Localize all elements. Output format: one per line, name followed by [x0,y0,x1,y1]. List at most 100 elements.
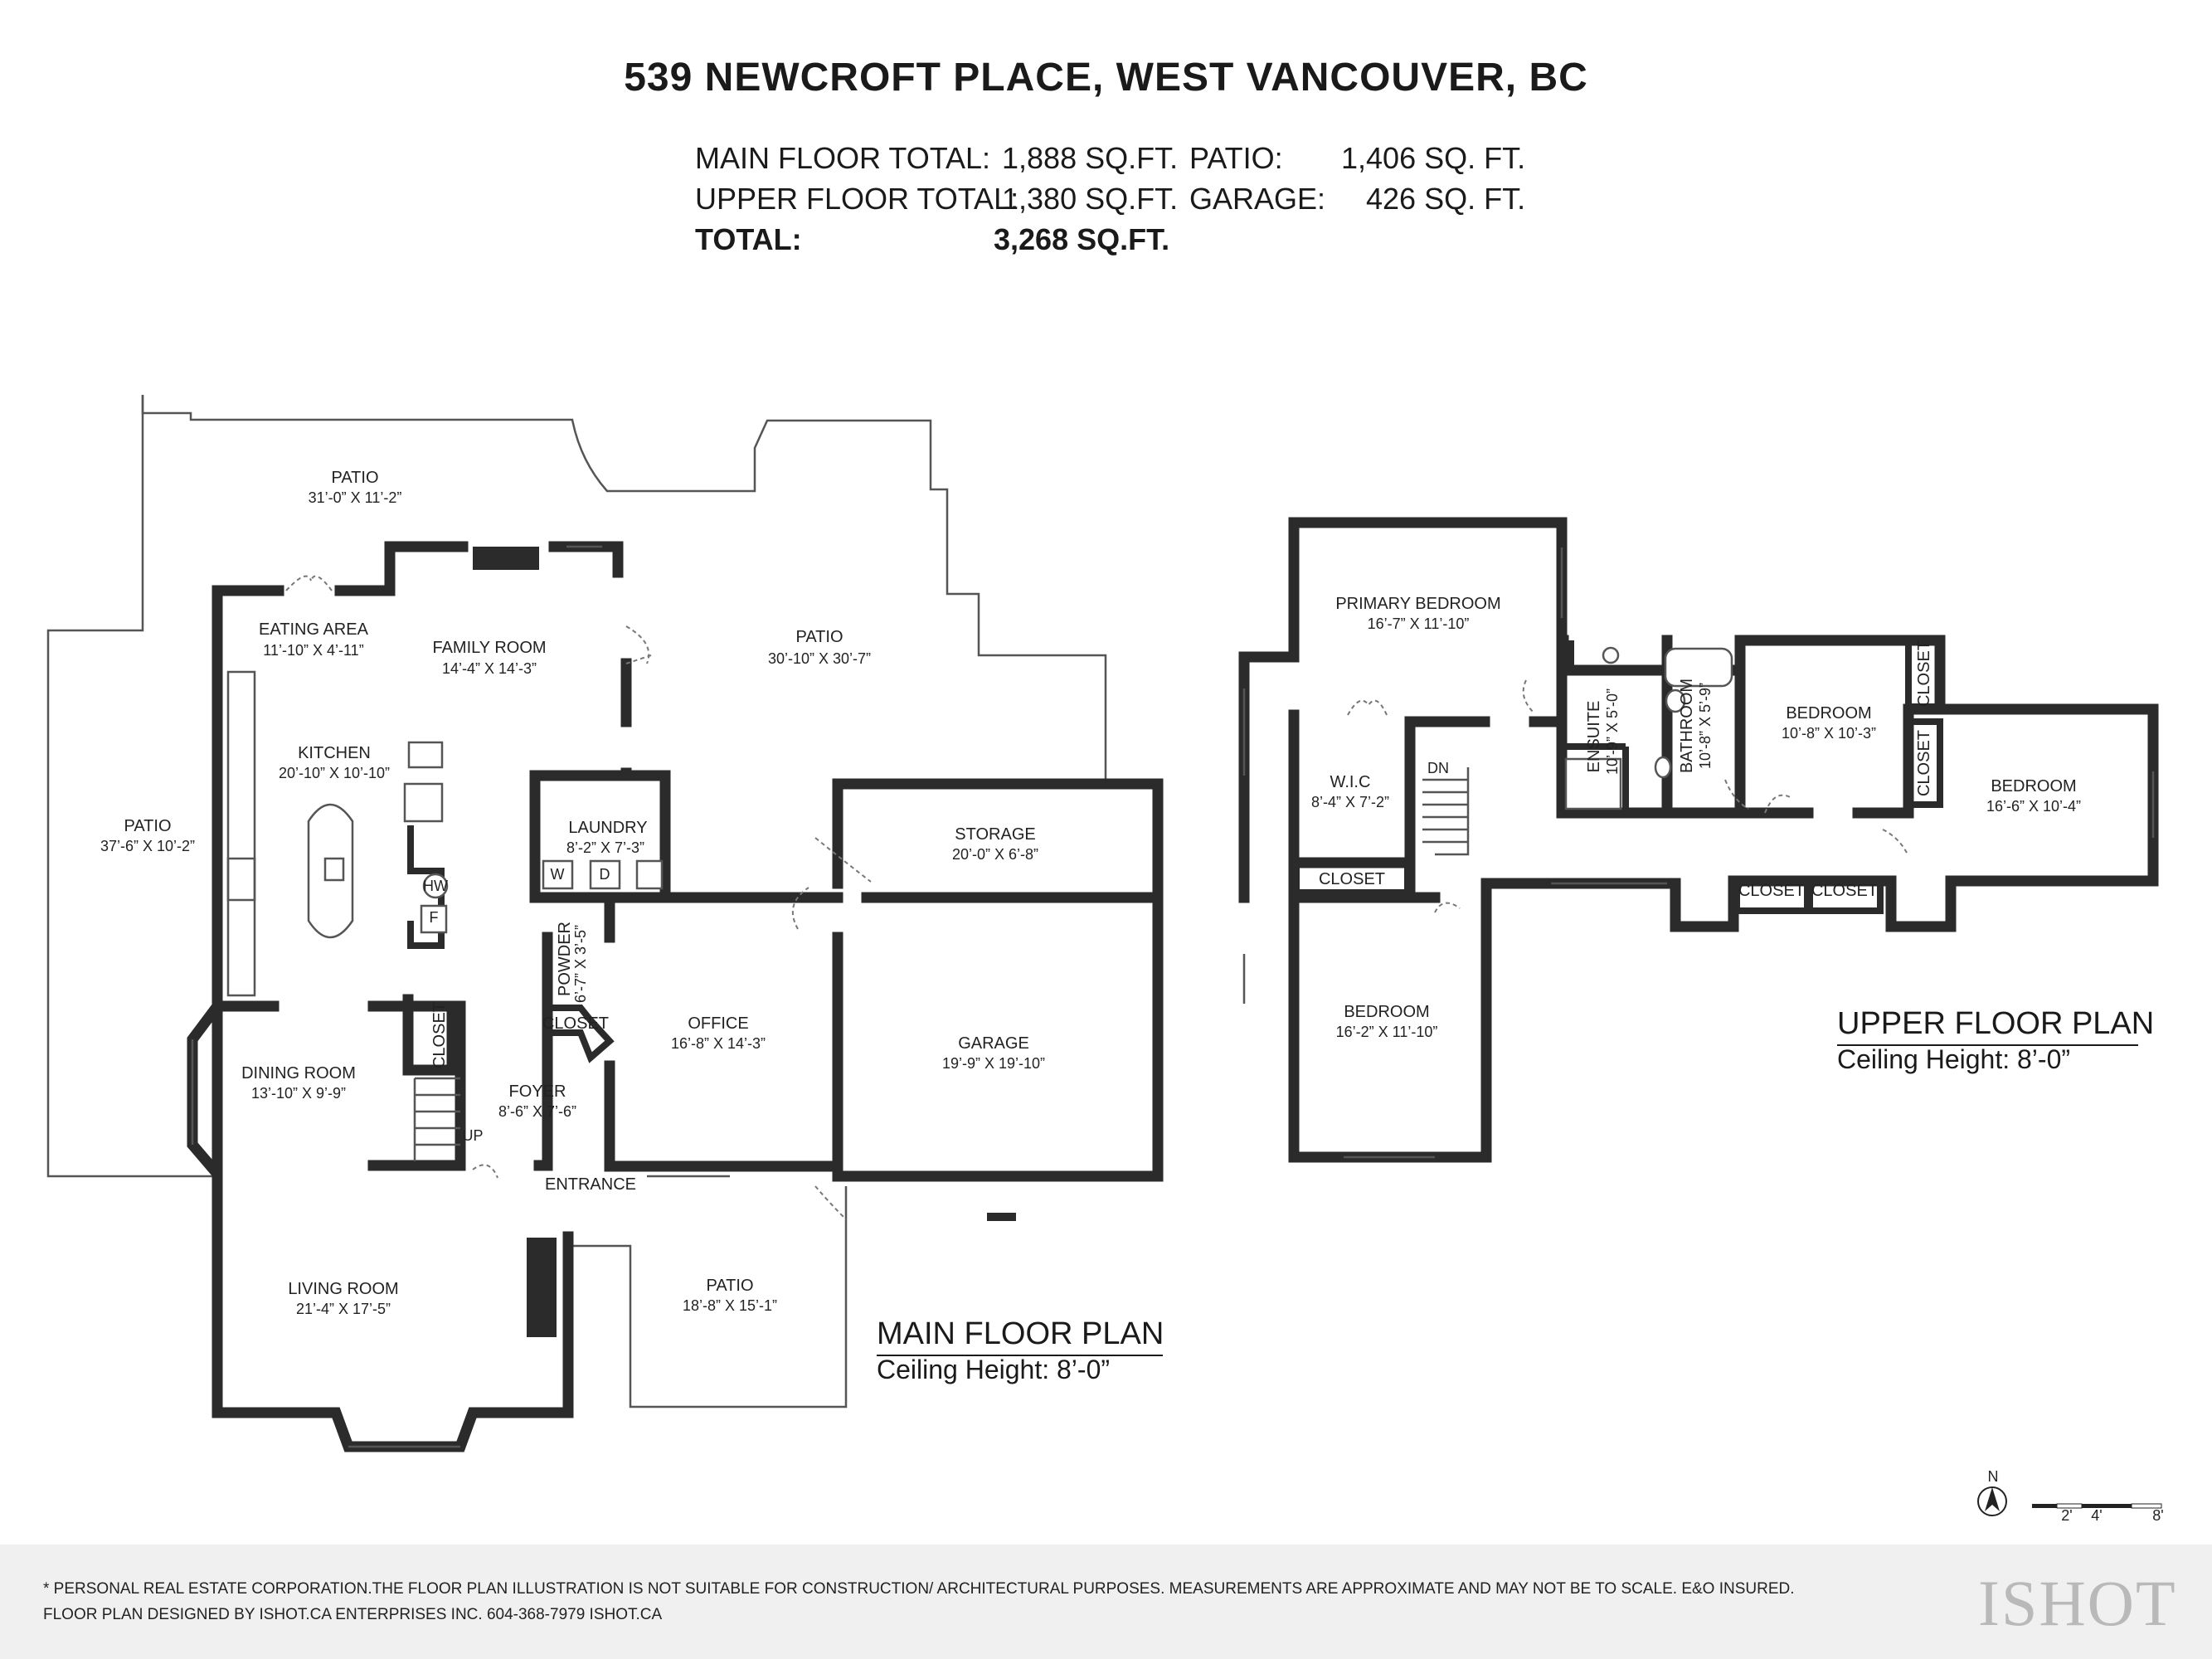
room-name: FOYER [509,1082,566,1101]
room-dimension: 10’-8” X 10’-3” [1782,725,1876,742]
room-dimension: 30’-10” X 30’-7” [768,650,871,667]
room-name: STORAGE [955,825,1035,844]
foyer-wall [367,932,553,1171]
office-door [791,887,809,930]
room-name: PATIO [124,817,171,835]
room-dimension: 11’-10” X 4’-11” [263,642,363,659]
stairs-up-tag: UP [462,1127,483,1144]
room-name: BATHROOM [1678,679,1696,773]
room-dimension: 8’-6” X 7’-6” [498,1103,576,1120]
bedroom-2-door [1882,829,1908,855]
main-patio-outline [141,395,1107,781]
room-name: EATING AREA [259,620,369,639]
closet-tag: CLOSET [1915,640,1933,707]
dryer [589,859,621,890]
garage-side-door [814,1185,847,1220]
living-room-fireplace [527,1238,557,1337]
water-heater [422,873,449,899]
bedroom-3-door [1434,902,1461,913]
room-name: LAUNDRY [568,819,647,837]
room-dimension: 16’-2” X 11’-10” [1336,1024,1438,1040]
grand-total-label: TOTAL: [695,222,802,256]
closet-box [1905,637,1943,710]
ensuite-sink [1602,646,1620,664]
room-dimension: 21’-4” X 17’-5” [296,1301,391,1317]
ensuite-shower [1564,757,1622,810]
property-address-title: 539 NEWCROFT PLACE, WEST VANCOUVER, BC [624,56,1588,100]
front-patio-outline [567,1186,848,1408]
room-dimension: 19’-9” X 19’-10” [942,1055,1045,1072]
west-patio-outline [46,395,214,1178]
eating-area-wall [211,541,632,781]
bedroom-door [1764,794,1792,814]
room-dimension: 16’-6” X 10’-4” [1986,798,2081,815]
garage-door-marker [987,1213,1016,1221]
floor-plan-drawing: HW F W D UP PATIO 31’-0” X 11’-2” PATIO … [46,395,2164,1524]
kitchen-west-wall [211,585,280,1012]
room-dimension: 16’-8” X 14’-3” [671,1035,766,1052]
dryer-tag: D [600,866,610,883]
room-dimension: 14’-4” X 14’-3” [442,660,537,677]
scale-tick: 2' [2061,1507,2072,1524]
room-name: PATIO [795,628,843,646]
furnace [420,904,448,934]
room-dimension: 31’-0” X 11’-2” [309,489,402,506]
room-dimension: 20’-10” X 10’-10” [279,765,390,781]
designer-credit: FLOOR PLAN DESIGNED BY ISHOT.CA ENTERPRI… [43,1606,663,1623]
room-name: POWDER [556,922,574,996]
closet-tag: CLOSET [542,1014,609,1033]
scale-bar: 2' 4' 8' [2032,1503,2164,1524]
front-door [472,1164,498,1179]
room-name: PATIO [706,1277,753,1295]
storage-garage-wall [832,778,1164,1182]
storage-door [814,837,872,883]
room-name: PRIMARY BEDROOM [1335,595,1500,613]
patio-total-value: 1,406 SQ. FT. [1341,141,1526,175]
closet-box [1293,861,1411,896]
patio-door [285,575,333,591]
kitchen-sink [323,857,345,882]
furnace-tag: F [430,909,439,926]
room-dimension: 37’-6” X 10’-2” [100,838,195,854]
main-floor-total-label: MAIN FLOOR TOTAL: [695,141,991,175]
room-dimension: 8’-2” X 7’-3” [566,839,644,856]
toilet [1665,688,1686,713]
closet-tag: CLOSET [430,1002,449,1068]
closet-box [1806,878,1884,914]
pantry [407,741,444,769]
bathroom-door [1724,779,1749,810]
family-room-fireplace [473,547,539,570]
upper-floor-ceiling-height: Ceiling Height: 8’-0” [1837,1044,2070,1074]
room-dimension: 20’-0” X 6’-8” [952,846,1038,863]
room-dimension: 10’-9” X 5’-0” [1604,688,1621,775]
room-name: GARAGE [958,1034,1029,1053]
ensuite-partitions [1558,670,1629,813]
north-arrow: N [1977,1468,2007,1516]
garage-total-label: GARAGE: [1189,182,1326,216]
room-name: BEDROOM [1991,777,2076,795]
closet-tag: CLOSET [1319,870,1385,888]
garage-total-value: 426 SQ. FT. [1366,182,1526,216]
closet-box [1905,718,1943,808]
washer-tag: W [551,866,565,883]
room-name: ENSUITE [1585,701,1603,773]
room-dimension: 8’-4” X 7’-2” [1311,794,1389,810]
bath-sink [1654,756,1672,779]
closet-tag: CLOSET [1738,882,1805,900]
grand-total-value: 3,268 SQ.FT. [994,222,1170,256]
main-stairs [413,1077,460,1161]
north-label: N [1988,1468,1999,1485]
room-dimension: 10’-8” X 5’-9” [1697,683,1714,769]
office-wall [604,892,843,1172]
closet-tag: CLOSET [1915,730,1933,796]
upper-stairs [1422,767,1470,856]
range [226,857,256,902]
laundry-sink [635,859,664,890]
entrance-label: ENTRANCE [545,1175,636,1194]
upper-floor-total-label: UPPER FLOOR TOTAL: [695,182,1019,216]
room-dimension: 16’-7” X 11’-10” [1368,615,1470,632]
kitchen-island [307,803,354,939]
washer [542,859,574,890]
room-name: DINING ROOM [241,1064,356,1082]
room-name: PATIO [331,469,378,487]
